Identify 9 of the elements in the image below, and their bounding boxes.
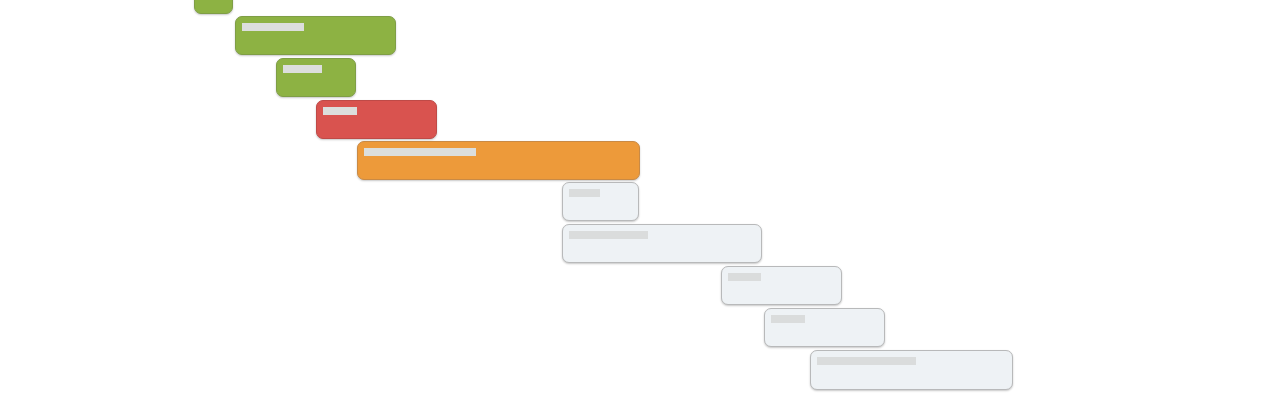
gantt-bar bbox=[316, 100, 437, 139]
gantt-bar bbox=[357, 141, 640, 180]
gantt-bar bbox=[562, 224, 762, 263]
gantt-bar bbox=[764, 308, 885, 347]
gantt-bar bbox=[562, 182, 639, 221]
gantt-bar bbox=[810, 350, 1013, 390]
gantt-bar bbox=[721, 266, 842, 305]
gantt-bar bbox=[235, 16, 396, 55]
gantt-bar bbox=[276, 58, 356, 97]
